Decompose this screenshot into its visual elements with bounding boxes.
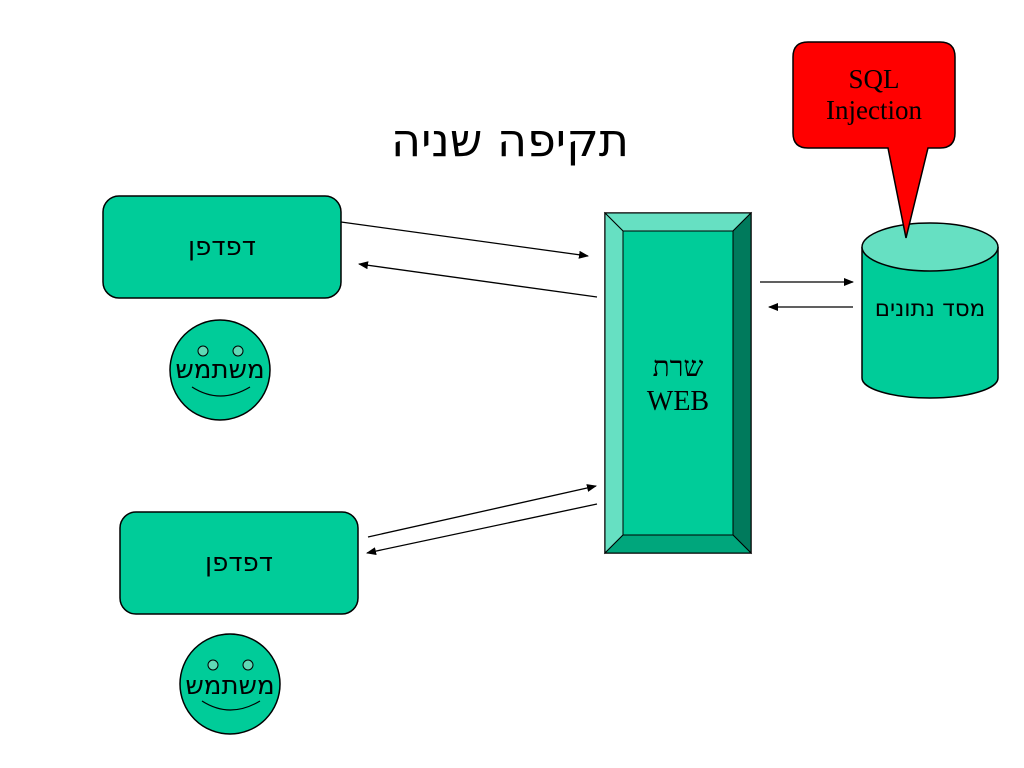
browser-box-2 [119, 511, 359, 615]
web-server-label-line1: שרת [652, 352, 704, 383]
database-cylinder [861, 222, 999, 399]
web-server-label: שרת WEB [623, 345, 733, 425]
callout-label-line2: Injection [826, 95, 922, 125]
web-server-box [603, 211, 753, 555]
browser-box-1 [102, 195, 342, 299]
page-title: תקיפה שניה [391, 113, 629, 167]
arrow-server-to-browser1 [358, 261, 598, 298]
arrow-browser1-to-server [340, 221, 589, 259]
user-label-2: משתמש [185, 671, 275, 701]
user-smiley-icon-1 [169, 319, 271, 421]
user-label-1: משתמש [175, 355, 265, 385]
sql-injection-callout [792, 41, 956, 239]
arrow-server-to-browser2 [366, 503, 598, 556]
browser-label-1: דפדפן [188, 232, 256, 262]
callout-label-line1: SQL [848, 64, 900, 94]
arrow-browser2-to-server [367, 484, 597, 538]
user-smiley-icon-2 [179, 633, 281, 735]
database-label: מסד נתונים [874, 296, 986, 322]
callout-label: SQL Injection [793, 50, 955, 140]
browser-label-2: דפדפן [205, 548, 273, 578]
web-server-label-line2: WEB [646, 386, 710, 417]
